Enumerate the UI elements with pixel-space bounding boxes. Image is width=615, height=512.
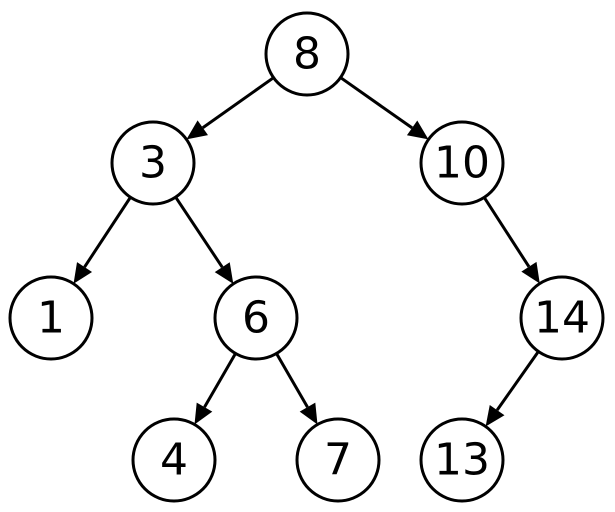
node-label: 8 [293, 29, 321, 80]
arrowhead [521, 261, 540, 284]
tree-node: 13 [419, 417, 505, 503]
node-circle [110, 120, 196, 206]
tree-node: 14 [519, 275, 605, 361]
edge-line [275, 352, 309, 408]
tree-edge-arrow [174, 196, 234, 284]
node-label: 1 [37, 293, 65, 344]
node-circle [264, 11, 350, 97]
tree-node: 4 [131, 417, 217, 503]
arrowhead [73, 262, 93, 284]
edge-line [83, 196, 132, 268]
tree-edge-arrow [275, 352, 318, 425]
node-circle [519, 275, 605, 361]
tree-edge-arrow [339, 76, 429, 140]
node-label: 7 [324, 435, 352, 486]
arrowhead [186, 120, 208, 140]
tree-edge-arrow [73, 196, 132, 284]
edge-line [174, 196, 224, 269]
tree-edge-arrow [482, 196, 540, 284]
node-label: 13 [434, 435, 490, 486]
tree-node: 3 [110, 120, 196, 206]
node-circle [419, 120, 505, 206]
node-label: 6 [242, 293, 270, 344]
arrowhead [406, 120, 429, 140]
node-circle [131, 417, 217, 503]
arrowhead [299, 402, 318, 425]
tree-node: 6 [213, 275, 299, 361]
edge-line [495, 350, 540, 411]
tree-node: 10 [419, 120, 505, 206]
arrowhead [214, 262, 234, 284]
node-label: 10 [434, 138, 490, 189]
node-circle [213, 275, 299, 361]
node-circle [295, 417, 381, 503]
edge-line [339, 76, 413, 130]
edge-line [201, 76, 275, 129]
tree-node: 7 [295, 417, 381, 503]
tree-edge-arrow [186, 76, 275, 140]
edge-line [203, 352, 237, 408]
tree-edge-arrow [485, 350, 540, 427]
node-circle [8, 275, 94, 361]
node-circle [419, 417, 505, 503]
tree-node: 8 [264, 11, 350, 97]
tree-node: 1 [8, 275, 94, 361]
edge-line [482, 196, 531, 268]
tree-edges [73, 76, 540, 427]
arrowhead [485, 404, 505, 427]
node-label: 4 [160, 435, 188, 486]
node-label: 14 [534, 293, 590, 344]
arrowhead [194, 402, 213, 425]
node-label: 3 [139, 138, 167, 189]
tree-edge-arrow [194, 352, 237, 425]
